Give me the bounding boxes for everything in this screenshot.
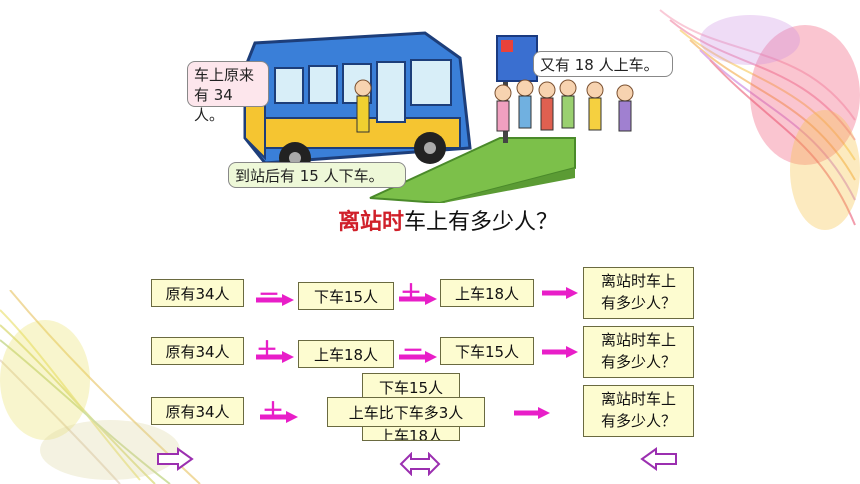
- row1-arrow-2: [399, 293, 437, 305]
- row2-arrow-1: [256, 351, 294, 363]
- row3-stack-top-box: 下车15人: [362, 373, 460, 401]
- row2-result-line2: 有多少人？: [600, 353, 676, 371]
- caption-alighting-text: 到站后有 15 人下车。: [235, 167, 384, 185]
- row2-third-label: 下车15人: [454, 342, 520, 361]
- bubble-boarding-text: 又有 18 人上车。: [540, 56, 659, 74]
- row3-start-label: 原有34人: [165, 402, 230, 421]
- row3-arrow-2: [514, 407, 550, 419]
- row2-result-box: 离站时车上 有多少人？: [583, 326, 694, 378]
- row1-result-line1: 离站时车上: [600, 272, 676, 290]
- row2-mid-box: 上车18人: [298, 340, 394, 368]
- row3-stack-mid-box: 上车比下车多3人: [327, 397, 485, 427]
- decorative-ribbon-bottom-left: [0, 290, 201, 484]
- bubble-text-line2: 有 34 人。: [194, 86, 233, 124]
- bus-stop-illustration: [185, 28, 675, 205]
- caption-alighting: 到站后有 15 人下车。: [228, 162, 406, 188]
- bus-scene-drawing: [243, 31, 634, 205]
- row3-arrow-1: [260, 411, 298, 423]
- row2-mid-label: 上车18人: [313, 345, 379, 364]
- row3-start-box: 原有34人: [151, 397, 244, 425]
- row1-result-line2: 有多少人？: [600, 294, 676, 312]
- row3-result-line1: 离站时车上: [600, 390, 676, 408]
- next-arrow-icon[interactable]: [156, 447, 194, 471]
- row3-stack-top-label: 下车15人: [378, 378, 444, 397]
- row3-result-line2: 有多少人？: [600, 412, 676, 430]
- bubble-text-line1: 车上原来: [194, 66, 255, 84]
- swap-arrow-icon[interactable]: [399, 452, 441, 476]
- row1-third-label: 上车18人: [454, 284, 520, 303]
- question-highlight: 离站时: [338, 210, 405, 235]
- row1-mid-label: 下车15人: [313, 287, 379, 306]
- back-arrow-icon[interactable]: [640, 447, 678, 471]
- question-rest: 车上有多少人？: [404, 210, 559, 235]
- row1-arrow-1: [256, 294, 294, 306]
- row2-arrow-2: [399, 351, 437, 363]
- row1-start-box: 原有34人: [151, 279, 244, 307]
- row2-start-label: 原有34人: [165, 342, 230, 361]
- row3-stack-bottom-label: 上车18人: [378, 427, 444, 441]
- question-text: 离站时车上有多少人？: [338, 204, 558, 236]
- row1-mid-box: 下车15人: [298, 282, 394, 310]
- speech-bubble-original-passengers: 车上原来 有 34 人。: [187, 61, 269, 124]
- row2-arrow-3: [542, 346, 578, 358]
- decorative-ribbon-top-right: [659, 9, 860, 230]
- row2-result-line1: 离站时车上: [600, 331, 676, 349]
- row1-result-box: 离站时车上 有多少人？: [583, 267, 694, 319]
- row2-third-box: 下车15人: [440, 337, 534, 365]
- speech-bubble-boarding: 又有 18 人上车。: [533, 51, 673, 77]
- row1-arrow-3: [542, 287, 578, 299]
- row1-start-label: 原有34人: [165, 284, 230, 303]
- row3-result-box: 离站时车上 有多少人？: [583, 385, 694, 437]
- row2-start-box: 原有34人: [151, 337, 244, 365]
- row3-stack-mid-label: 上车比下车多3人: [348, 403, 464, 422]
- row1-third-box: 上车18人: [440, 279, 534, 307]
